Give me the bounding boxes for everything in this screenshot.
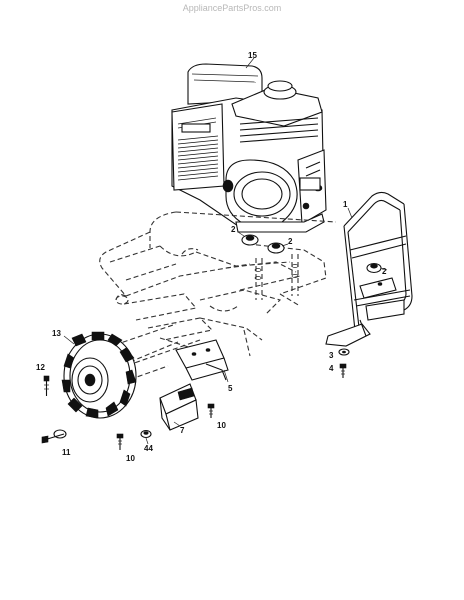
screw-block[interactable] bbox=[207, 403, 215, 418]
leader-line-handle-frame bbox=[347, 207, 353, 219]
leader-line-nut-mid bbox=[281, 243, 289, 247]
callout-nut-mid: 2 bbox=[288, 237, 293, 246]
leader-line-nut-bottom bbox=[145, 437, 149, 445]
callout-guard-block: 7 bbox=[180, 426, 185, 435]
callout-pin-clip: 11 bbox=[62, 448, 71, 457]
nut-left[interactable] bbox=[241, 234, 259, 246]
engine-assembly[interactable] bbox=[171, 63, 327, 233]
callout-bolt-left: 12 bbox=[36, 363, 45, 372]
washer[interactable] bbox=[338, 348, 350, 356]
callout-bracket: 5 bbox=[228, 384, 233, 393]
callout-engine: 15 bbox=[248, 51, 257, 60]
wheel-assembly[interactable] bbox=[61, 331, 137, 419]
pin-clip[interactable] bbox=[41, 429, 67, 444]
leader-line-engine bbox=[245, 57, 255, 69]
callout-wheel: 13 bbox=[52, 329, 61, 338]
bracket[interactable] bbox=[175, 339, 229, 381]
leader-line-guard-block bbox=[173, 421, 181, 427]
callout-nut-left: 2 bbox=[231, 225, 236, 234]
handle-frame[interactable] bbox=[325, 191, 413, 347]
leader-line-nut-right bbox=[380, 267, 388, 271]
leader-line-nut-left bbox=[237, 231, 245, 237]
tiller-frame-outline bbox=[99, 211, 337, 363]
callout-screw-block: 10 bbox=[217, 421, 226, 430]
mounting-studs bbox=[254, 254, 299, 300]
callout-screw-bottom: 10 bbox=[126, 454, 135, 463]
callout-washer: 3 bbox=[329, 351, 334, 360]
watermark-text: AppliancePartsPros.com bbox=[182, 3, 282, 13]
leader-line-wheel bbox=[63, 335, 75, 345]
callout-nut-bottom: 44 bbox=[144, 444, 153, 453]
callout-nut-right: 2 bbox=[382, 267, 387, 276]
bolt-left[interactable] bbox=[43, 375, 50, 396]
nut-bottom[interactable] bbox=[140, 429, 152, 439]
leader-line-bracket bbox=[223, 369, 229, 383]
nut-right[interactable] bbox=[366, 262, 382, 274]
screw-right[interactable] bbox=[339, 363, 347, 378]
callout-screw-right: 4 bbox=[329, 364, 334, 373]
nut-mid[interactable] bbox=[267, 242, 285, 254]
guard-block[interactable] bbox=[159, 383, 199, 431]
callout-handle-frame: 1 bbox=[343, 200, 348, 209]
screw-bottom[interactable] bbox=[116, 433, 124, 450]
